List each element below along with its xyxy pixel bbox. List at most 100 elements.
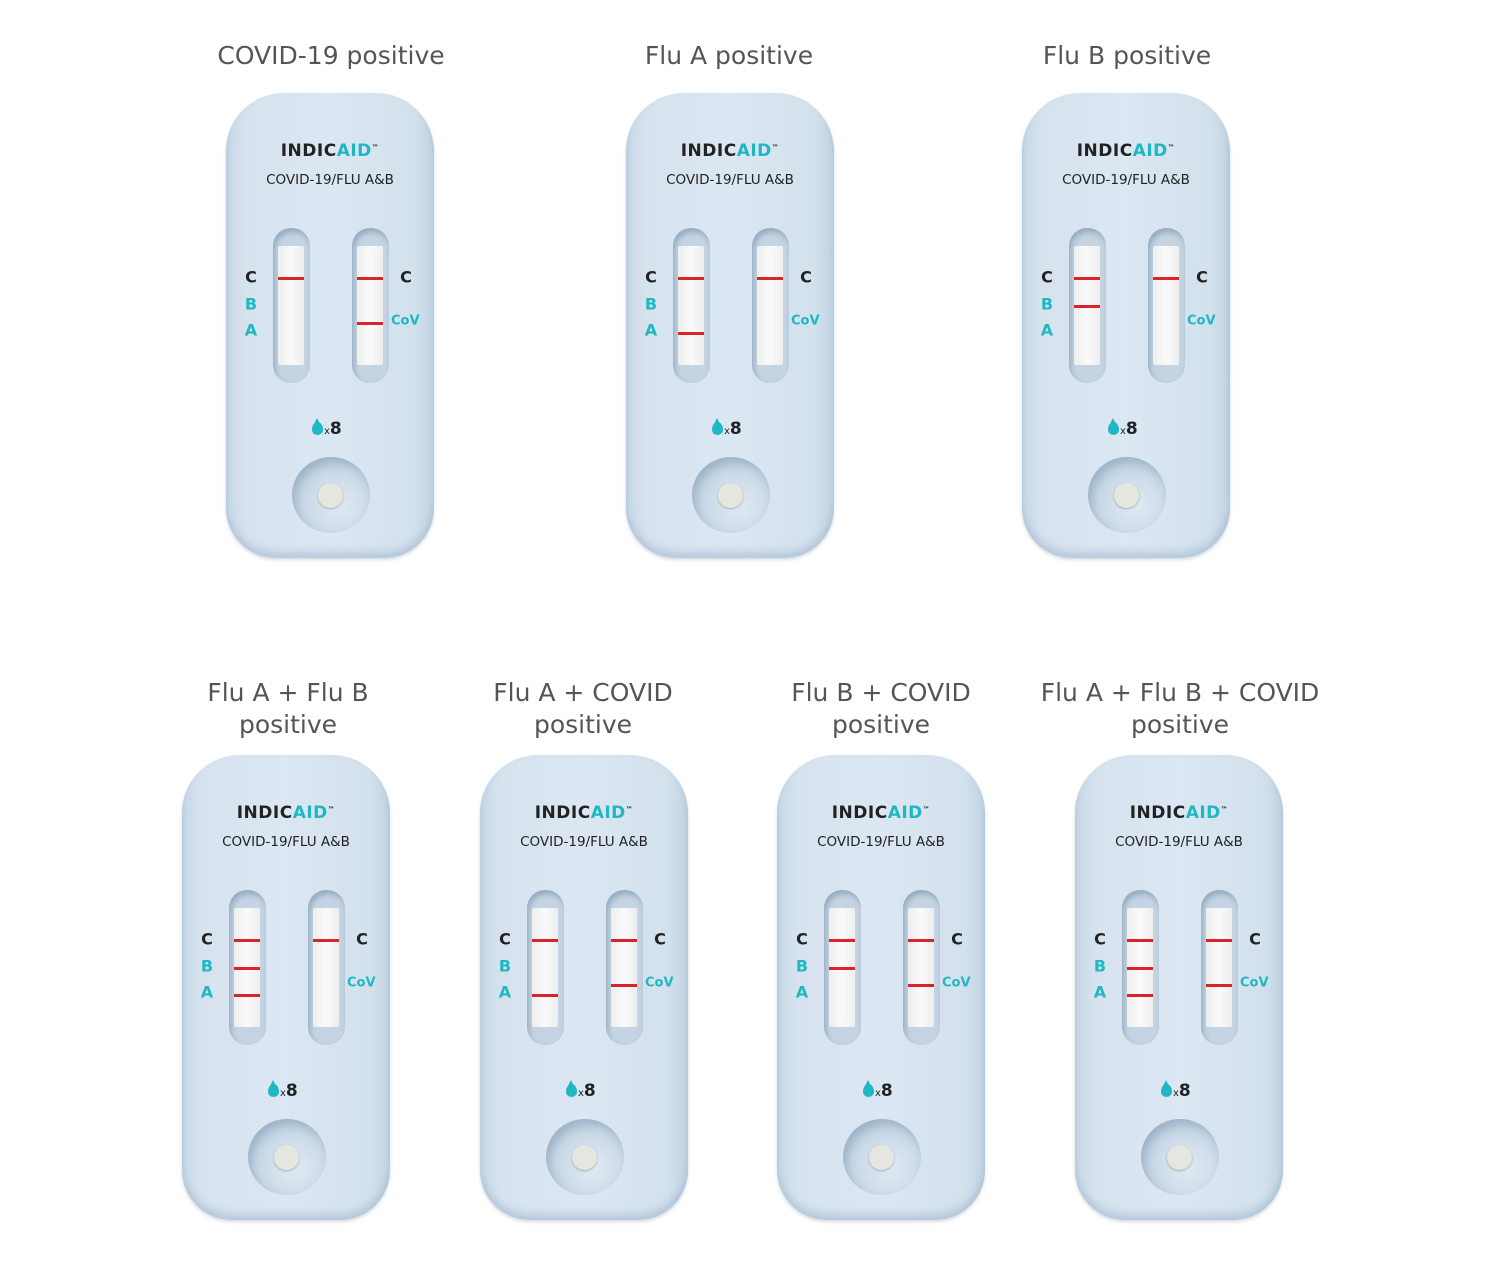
label-cov: CoV bbox=[1240, 975, 1269, 991]
drop-count: x8 bbox=[875, 1081, 893, 1101]
label-b: B bbox=[200, 956, 214, 976]
result-title: Flu A + Flu B + COVID positive bbox=[1040, 678, 1320, 739]
label-c-left: C bbox=[1041, 267, 1053, 287]
test-cassette: INDICAID™ COVID-19/FLU A&B C B A C CoV x… bbox=[626, 93, 834, 558]
result-title: Flu B positive bbox=[1042, 41, 1212, 70]
brand-logo: INDICAID™ bbox=[534, 803, 634, 823]
test-cassette: INDICAID™ COVID-19/FLU A&B C B A C CoV x… bbox=[777, 755, 985, 1220]
test-cassette: INDICAID™ COVID-19/FLU A&B C B A C CoV x… bbox=[1075, 755, 1283, 1220]
test-line-b bbox=[1127, 967, 1153, 970]
brand-logo: INDICAID™ bbox=[831, 803, 931, 823]
test-line-c1 bbox=[1127, 939, 1153, 942]
test-line-a bbox=[678, 332, 704, 335]
drop-count: x8 bbox=[578, 1081, 596, 1101]
test-line-cov bbox=[1206, 984, 1232, 987]
drop-count: x8 bbox=[1173, 1081, 1191, 1101]
test-strip-covid bbox=[908, 908, 934, 1027]
test-line-c2 bbox=[1153, 277, 1179, 280]
sample-port bbox=[869, 1145, 894, 1170]
test-cassette: INDICAID™ COVID-19/FLU A&B C B A C CoV x… bbox=[226, 93, 434, 558]
label-c-right: C bbox=[400, 267, 412, 287]
drop-icon bbox=[1108, 418, 1119, 435]
test-strip-flu bbox=[532, 908, 558, 1027]
drop-icon bbox=[1161, 1080, 1172, 1097]
label-b: B bbox=[498, 956, 512, 976]
sample-port bbox=[572, 1145, 597, 1170]
drop-icon bbox=[863, 1080, 874, 1097]
drop-icon bbox=[268, 1080, 279, 1097]
label-c-left: C bbox=[245, 267, 257, 287]
test-line-b bbox=[829, 967, 855, 970]
test-strip-covid bbox=[757, 246, 783, 365]
drop-count: x8 bbox=[1120, 419, 1138, 439]
label-a: A bbox=[795, 982, 809, 1002]
label-c-left: C bbox=[1094, 929, 1106, 949]
sample-port bbox=[274, 1145, 299, 1170]
test-line-c2 bbox=[908, 939, 934, 942]
test-strip-covid bbox=[1153, 246, 1179, 365]
test-line-c2 bbox=[357, 277, 383, 280]
product-name: COVID-19/FLU A&B bbox=[520, 834, 648, 850]
label-c-right: C bbox=[356, 929, 368, 949]
drop-count: x8 bbox=[324, 419, 342, 439]
test-cassette: INDICAID™ COVID-19/FLU A&B C B A C CoV x… bbox=[1022, 93, 1230, 558]
label-b: B bbox=[1093, 956, 1107, 976]
test-line-cov bbox=[357, 322, 383, 325]
label-a: A bbox=[200, 982, 214, 1002]
test-line-c1 bbox=[278, 277, 304, 280]
label-b: B bbox=[795, 956, 809, 976]
result-title: COVID-19 positive bbox=[217, 41, 445, 70]
test-line-c1 bbox=[678, 277, 704, 280]
sample-port bbox=[1167, 1145, 1192, 1170]
product-name: COVID-19/FLU A&B bbox=[666, 172, 794, 188]
label-c-left: C bbox=[201, 929, 213, 949]
label-cov: CoV bbox=[347, 975, 376, 991]
label-a: A bbox=[498, 982, 512, 1002]
product-name: COVID-19/FLU A&B bbox=[1115, 834, 1243, 850]
brand-logo: INDICAID™ bbox=[680, 141, 780, 161]
label-c-right: C bbox=[654, 929, 666, 949]
label-a: A bbox=[1093, 982, 1107, 1002]
brand-logo: INDICAID™ bbox=[236, 803, 336, 823]
test-line-c2 bbox=[1206, 939, 1232, 942]
label-cov: CoV bbox=[942, 975, 971, 991]
test-line-c2 bbox=[313, 939, 339, 942]
product-name: COVID-19/FLU A&B bbox=[1062, 172, 1190, 188]
label-b: B bbox=[1040, 294, 1054, 314]
test-line-c1 bbox=[1074, 277, 1100, 280]
test-line-c2 bbox=[611, 939, 637, 942]
test-line-c1 bbox=[234, 939, 260, 942]
drop-count: x8 bbox=[280, 1081, 298, 1101]
result-title: Flu A positive bbox=[644, 41, 814, 70]
test-strip-flu bbox=[678, 246, 704, 365]
brand-logo: INDICAID™ bbox=[1076, 141, 1176, 161]
test-line-c1 bbox=[829, 939, 855, 942]
test-line-b bbox=[234, 967, 260, 970]
sample-port bbox=[718, 483, 743, 508]
product-name: COVID-19/FLU A&B bbox=[266, 172, 394, 188]
test-strip-flu bbox=[278, 246, 304, 365]
test-line-cov bbox=[611, 984, 637, 987]
brand-logo: INDICAID™ bbox=[280, 141, 380, 161]
result-title: Flu A + Flu B positive bbox=[207, 678, 369, 739]
test-strip-covid bbox=[313, 908, 339, 1027]
test-line-cov bbox=[908, 984, 934, 987]
test-line-c1 bbox=[532, 939, 558, 942]
test-strip-covid bbox=[611, 908, 637, 1027]
test-strip-covid bbox=[1206, 908, 1232, 1027]
sample-port bbox=[1114, 483, 1139, 508]
sample-port bbox=[318, 483, 343, 508]
test-cassette: INDICAID™ COVID-19/FLU A&B C B A C CoV x… bbox=[480, 755, 688, 1220]
result-title: Flu A + COVID positive bbox=[493, 678, 673, 739]
label-c-right: C bbox=[800, 267, 812, 287]
label-a: A bbox=[244, 320, 258, 340]
result-title: Flu B + COVID positive bbox=[791, 678, 971, 739]
test-line-a bbox=[1127, 994, 1153, 997]
label-c-right: C bbox=[951, 929, 963, 949]
drop-icon bbox=[566, 1080, 577, 1097]
label-c-left: C bbox=[645, 267, 657, 287]
label-cov: CoV bbox=[1187, 313, 1216, 329]
label-c-right: C bbox=[1196, 267, 1208, 287]
label-a: A bbox=[644, 320, 658, 340]
label-c-right: C bbox=[1249, 929, 1261, 949]
